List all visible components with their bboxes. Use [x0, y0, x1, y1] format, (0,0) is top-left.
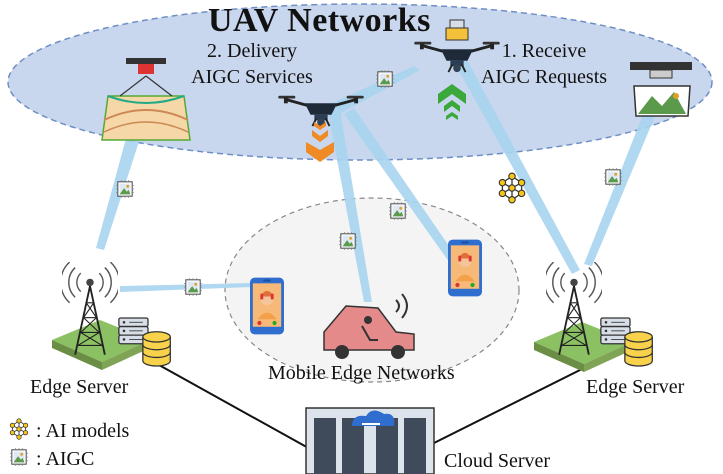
legend-aigc-label: : AIGC [36, 448, 95, 470]
step-deliver-line2: AIGC Services [191, 66, 313, 88]
generated-landscape-icon [630, 62, 692, 117]
mobile-edge-networks-label: Mobile Edge Networks [268, 362, 455, 384]
wired-links [149, 359, 601, 451]
step-deliver-line1: 2. Delivery [207, 40, 297, 62]
legend-ai-models-label: : AI models [36, 420, 130, 442]
wireless-beams [96, 58, 656, 302]
step-receive-label: 1. Receive AIGC Requests [478, 38, 610, 90]
deliver-arrow-icon [306, 122, 334, 162]
diagram-title: UAV Networks [208, 2, 431, 39]
edge-server-left-label: Edge Server [30, 376, 129, 398]
server-database-icon [118, 317, 171, 367]
cloud-server-label: Cloud Server [444, 450, 551, 472]
receive-arrow-icon [438, 84, 466, 120]
step-receive-line1: 1. Receive [501, 40, 587, 62]
base-station-left [52, 262, 171, 370]
autonomous-car-icon [323, 293, 415, 359]
generated-map-art-icon [101, 58, 191, 141]
legend-ai-model-icon [9, 418, 29, 440]
base-station-right [534, 262, 653, 372]
drone-cargo-icon [445, 19, 469, 41]
edge-server-right-label: Edge Server [586, 376, 685, 398]
cloud-server-icon [305, 407, 435, 474]
legend-aigc-icon [10, 448, 28, 466]
step-receive-line2: AIGC Requests [480, 66, 608, 88]
step-deliver-label: 2. Delivery AIGC Services [186, 38, 318, 90]
